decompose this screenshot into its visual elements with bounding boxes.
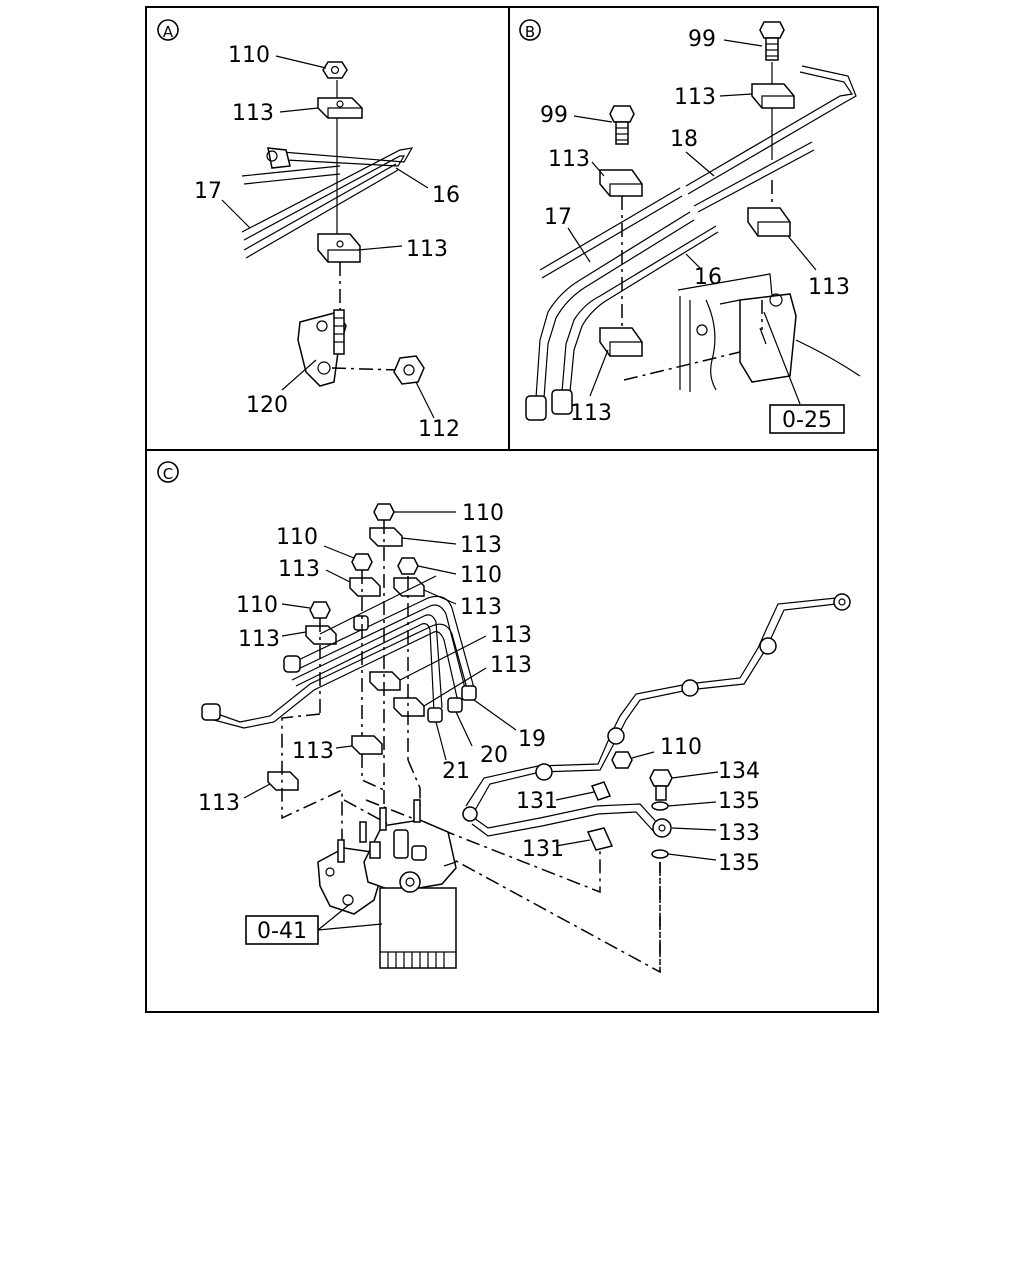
label-c-131-bottom: 131: [522, 837, 564, 862]
clamp-113-c-b: [349, 577, 381, 597]
label-c-110-e: 110: [660, 735, 702, 760]
svg-text:0-41: 0-41: [257, 919, 307, 944]
label-c-110-a: 110: [462, 501, 504, 526]
pipe-18: [539, 65, 857, 279]
label-a-110: 110: [228, 43, 270, 68]
bolt-99-right: [759, 21, 785, 61]
label-c-113-c: 113: [460, 595, 502, 620]
pipe-fitting-a: [266, 147, 291, 169]
label-c-113-f: 113: [490, 653, 532, 678]
clamp-113-c-e: [369, 671, 401, 691]
label-c-110-d: 110: [236, 593, 278, 618]
nut-110-c-e: [611, 751, 633, 769]
label-b-99-right: 99: [688, 27, 716, 52]
svg-text:0-25: 0-25: [782, 408, 832, 433]
clamp-113-b-right: [747, 207, 791, 237]
svg-text:C: C: [163, 465, 173, 483]
bolt-99-left: [609, 105, 635, 145]
label-c-110-b: 110: [276, 525, 318, 550]
label-c-113-b: 113: [278, 557, 320, 582]
label-c-133: 133: [718, 821, 760, 846]
clamp-113-c-c: [393, 577, 425, 597]
clamp-113-c-g: [351, 735, 383, 755]
ref-box-0-25: 0-25: [769, 404, 845, 434]
eye-133: [652, 818, 672, 838]
panel-c-badge: C: [157, 461, 179, 483]
clamp-113-c-a: [369, 527, 403, 547]
nut-110-a: [322, 61, 348, 79]
nut-110-c-b: [351, 553, 373, 571]
label-b-113-top-right: 113: [674, 85, 716, 110]
svg-text:B: B: [525, 23, 535, 41]
label-b-17: 17: [544, 205, 572, 230]
label-c-20: 20: [480, 743, 508, 768]
panel-a-badge: A: [157, 19, 179, 41]
panel-b-leaders: [567, 39, 817, 405]
clamp-113-a-top: [317, 97, 363, 119]
clamp-113-c-f: [393, 697, 425, 717]
svg-text:A: A: [163, 23, 174, 41]
washer-135-bottom: [651, 849, 669, 859]
pipe-17-b: [535, 211, 695, 399]
return-pipe-fittings: [462, 593, 851, 822]
pipe-16-b: [561, 225, 719, 393]
label-b-113-bottom: 113: [570, 401, 612, 426]
injection-pipes: [211, 575, 475, 729]
label-c-131-top: 131: [516, 789, 558, 814]
label-a-16: 16: [432, 183, 460, 208]
panel-a: A: [157, 19, 460, 442]
ref-box-0-41: 0-41: [245, 915, 319, 945]
label-c-113-h: 113: [198, 791, 240, 816]
label-c-113-e: 113: [490, 623, 532, 648]
clamp-113-c-h: [267, 771, 299, 791]
label-a-120: 120: [246, 393, 288, 418]
panel-b: B: [519, 19, 861, 434]
label-b-99-left: 99: [540, 103, 568, 128]
label-c-21: 21: [442, 759, 470, 784]
label-b-113-right: 113: [808, 275, 850, 300]
nut-110-c-c: [397, 557, 419, 575]
label-c-19: 19: [518, 727, 546, 752]
clamp-113-b-top-right: [751, 83, 795, 109]
pipe-fittings-c: [201, 615, 477, 723]
label-c-113-g: 113: [292, 739, 334, 764]
label-a-113-bottom: 113: [406, 237, 448, 262]
pipe-ends-b: [525, 389, 573, 421]
clamp-113-b-bottom: [599, 327, 643, 357]
washer-135-top: [651, 801, 669, 811]
label-b-113-left: 113: [548, 147, 590, 172]
pipe-16-a: [241, 163, 399, 259]
panel-b-badge: B: [519, 19, 541, 41]
label-a-17: 17: [194, 179, 222, 204]
label-c-113-a: 113: [460, 533, 502, 558]
label-c-135-bottom: 135: [718, 851, 760, 876]
panel-c: C: [157, 461, 851, 974]
label-b-16: 16: [694, 265, 722, 290]
bracket-b: [677, 273, 861, 392]
label-c-134: 134: [718, 759, 760, 784]
fuel-filter-assembly: [317, 799, 457, 969]
bracket-120: [297, 309, 347, 387]
label-a-113-top: 113: [232, 101, 274, 126]
label-c-110-c: 110: [460, 563, 502, 588]
label-a-112: 112: [418, 417, 460, 442]
clip-131-bottom: [586, 827, 614, 851]
label-c-135-top: 135: [718, 789, 760, 814]
clamp-113-a-bottom: [317, 233, 361, 263]
diagram-frames: [145, 6, 879, 1013]
pipe-17-a: [241, 147, 414, 241]
nut-110-c-a: [373, 503, 395, 521]
panel-c-leaders: [243, 511, 719, 931]
nut-110-c-d: [309, 601, 331, 619]
nut-112: [393, 355, 425, 385]
bolt-134: [649, 769, 673, 801]
panel-a-leaders: [221, 55, 435, 419]
clip-131-top: [590, 781, 612, 801]
label-c-113-d: 113: [238, 627, 280, 652]
label-b-18: 18: [670, 127, 698, 152]
clamp-113-b-left: [599, 169, 643, 197]
clamp-113-c-d: [305, 625, 337, 645]
